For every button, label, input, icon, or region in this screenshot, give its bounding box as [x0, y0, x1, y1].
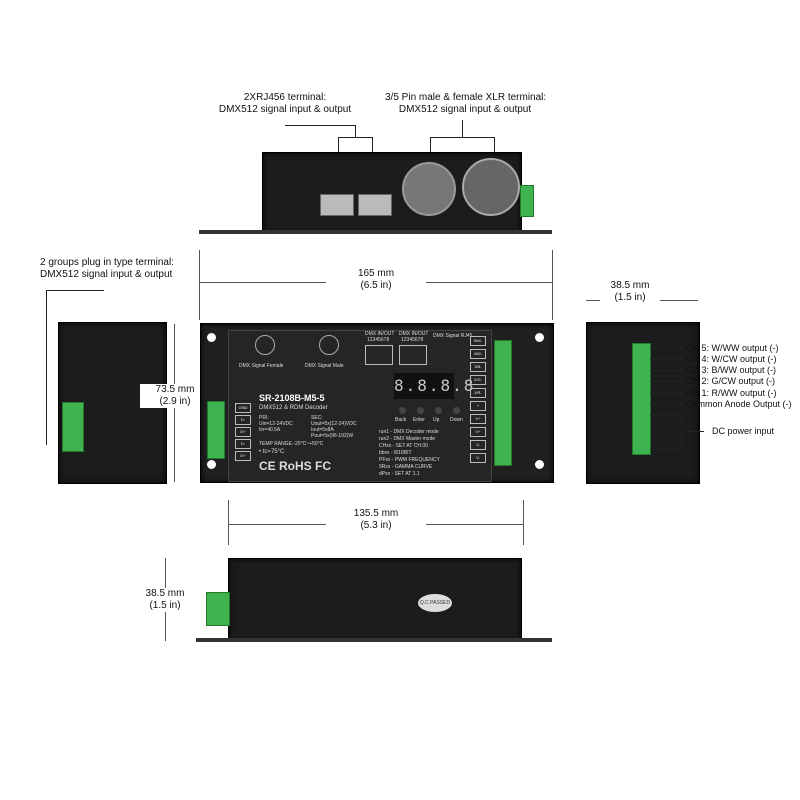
led-display: 8.8.8.8: [394, 373, 473, 399]
sec-i: Iout=5x8A: [311, 427, 334, 433]
terminal-label: V-: [470, 453, 486, 463]
rj45-port-1: [320, 194, 354, 216]
terminal-label: GND: [235, 403, 251, 413]
qc-sticker: Q.C PASSED: [418, 594, 452, 612]
dmx-in-out-2: DMX IN/OUT: [399, 331, 429, 337]
xlr-label-2: DMX512 signal input & output: [398, 104, 532, 115]
back-button[interactable]: [399, 407, 406, 414]
rj-label-2: DMX512 signal input & output: [218, 104, 352, 115]
menu-item: run2 - DMX Master mode: [379, 436, 436, 442]
dmx-pins-2: 12345678: [401, 337, 424, 343]
depth-mm: 38.5 mm: [610, 280, 650, 291]
terminal-label: D+: [235, 427, 251, 437]
tc: • tc=75°C: [259, 449, 285, 455]
width-mm: 165 mm: [326, 268, 426, 280]
menu-item: dPxx - SET AT 1.1: [379, 471, 420, 477]
top-terminal: [520, 185, 534, 217]
rj45-label: DMX Signal RJ45: [433, 333, 473, 339]
xlr-label-1: 3/5 Pin male & female XLR terminal:: [385, 92, 547, 103]
certifications: CE RoHS FC: [259, 459, 331, 473]
down-button[interactable]: [453, 407, 460, 414]
left-label-2: DMX512 signal input & output: [40, 269, 173, 280]
rj-label-1: 2XRJ456 terminal:: [243, 92, 327, 103]
dmx-terminal-block: [207, 401, 225, 459]
menu-item: CHxx - SET AT CH.00: [379, 443, 428, 449]
height-in: (2.9 in): [140, 396, 210, 408]
sec: SEC:: [311, 415, 323, 421]
pri-i: Iin=40.5A: [259, 427, 281, 433]
terminal-label: D+: [235, 451, 251, 461]
right-terminal-block: [632, 343, 651, 455]
xlr-male-label: DMX Signal Male: [305, 363, 344, 369]
left-terminal: [62, 402, 84, 452]
sec-p: Pout=5x(96-192)W: [311, 433, 354, 439]
xlr-female-label: DMX Signal Female: [239, 363, 284, 369]
front-panel: GND D- D+ D- D+ DMX Signal Female DMX Si…: [207, 330, 492, 482]
terminal-label: 1/R-: [470, 388, 486, 398]
terminal-label: V-: [470, 440, 486, 450]
rj45-port-2: [358, 194, 392, 216]
bottom-terminal: [206, 592, 230, 626]
menu-item: 9Rxx - GAMMA CURVE: [379, 464, 433, 470]
sec-u: Uout=5x(12-24)VDC: [311, 421, 357, 427]
dmx-in-out-1: DMX IN/OUT: [365, 331, 395, 337]
depth-in: (1.5 in): [600, 292, 660, 304]
subtitle: DMX512 & RDM Decoder: [259, 405, 328, 411]
bottom-depth-mm: 38.5 mm: [130, 588, 200, 600]
terminal-label: 5W/-: [470, 336, 486, 346]
terminal-label: V+: [470, 414, 486, 424]
up-button[interactable]: [435, 407, 442, 414]
terminal-label: 3/B-: [470, 362, 486, 372]
bottom-view-housing: [228, 558, 522, 642]
inner-width-mm: 135.5 mm: [353, 508, 399, 519]
dmx-pins-1: 12345678: [367, 337, 390, 343]
menu-item: PFxx - PWM FREQUENCY: [379, 457, 440, 463]
down-label: Down: [450, 417, 463, 423]
left-label-1: 2 groups plug in type terminal:: [40, 257, 174, 268]
terminal-label: D-: [235, 439, 251, 449]
inner-width-in: (5.3 in): [326, 520, 426, 532]
terminal-label: V+: [470, 427, 486, 437]
temp-range: TEMP RANGE:-20°C~+50°C: [259, 441, 324, 447]
up-label: Up: [433, 417, 440, 423]
ch3-label: CH 3: B/WW output (-): [686, 365, 777, 375]
output-terminal-block: [494, 340, 512, 466]
pri: PRI:: [259, 415, 269, 421]
terminal-label: 2/G-: [470, 375, 486, 385]
ch1-label: CH 1: R/WW output (-): [686, 388, 777, 398]
menu-item: bbxx - 8/16BIT: [379, 450, 412, 456]
back-label: Back: [395, 417, 407, 423]
terminal-label: D-: [235, 415, 251, 425]
height-mm: 73.5 mm: [140, 384, 210, 396]
output-terminal-labels: 5W/- 4W/- 3/B- 2/G- 1/R- + V+ V+ V- V-: [470, 336, 488, 464]
enter-label: Enter: [413, 417, 425, 423]
pri-u: Uin=12-24VDC: [259, 421, 293, 427]
menu-item: run1 - DMX Decoder mode: [379, 429, 439, 435]
common-anode-label: Common Anode Output (-): [686, 399, 792, 409]
ch5-label: CH 5: W/WW output (-): [686, 343, 779, 353]
ch4-label: CH 4: W/CW output (-): [686, 354, 777, 364]
dc-power-label: DC power input: [712, 426, 775, 436]
ch2-label: CH 2: G/CW output (-): [686, 376, 776, 386]
xlr-female: [462, 158, 520, 216]
terminal-label: +: [470, 401, 486, 411]
terminal-label: 4W/-: [470, 349, 486, 359]
enter-button[interactable]: [417, 407, 424, 414]
width-in: (6.5 in): [326, 280, 426, 292]
bottom-depth-in: (1.5 in): [130, 600, 200, 612]
xlr-male: [402, 162, 456, 216]
model-number: SR-2108B-M5-5: [259, 393, 325, 403]
